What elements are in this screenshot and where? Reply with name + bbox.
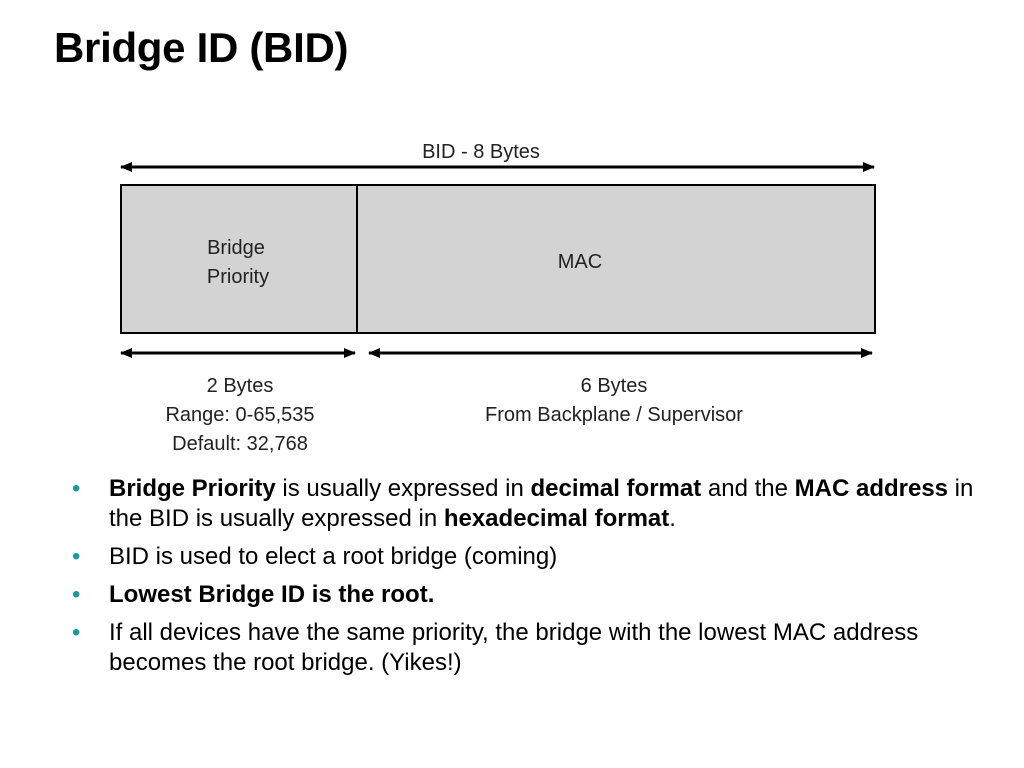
bullet-dot-icon: •	[72, 581, 81, 608]
bullet-text: Bridge Priority is usually expressed in …	[109, 475, 974, 532]
bullet-item: • Lowest Bridge ID is the root.	[72, 580, 1002, 610]
bridge-priority-label-line2: Priority	[207, 266, 269, 288]
mac-field	[356, 184, 876, 334]
mac-field-label: MAC	[558, 251, 602, 273]
bullet-item: • If all devices have the same priority,…	[72, 618, 1002, 678]
priority-default-label: Default: 32,768	[172, 433, 308, 455]
slide-title: Bridge ID (BID)	[54, 24, 349, 71]
bullet-list: • Bridge Priority is usually expressed i…	[72, 474, 1002, 686]
priority-range-label: Range: 0-65,535	[165, 404, 314, 426]
total-size-label: BID - 8 Bytes	[422, 141, 540, 163]
bullet-dot-icon: •	[72, 475, 81, 502]
priority-size-label: 2 Bytes	[207, 375, 274, 397]
bullet-dot-icon: •	[72, 619, 81, 646]
bullet-text: If all devices have the same priority, t…	[109, 619, 919, 676]
bullet-item: • Bridge Priority is usually expressed i…	[72, 474, 1002, 534]
bullet-dot-icon: •	[72, 543, 81, 570]
mac-source-label: From Backplane / Supervisor	[485, 404, 743, 426]
mac-size-label: 6 Bytes	[581, 375, 648, 397]
bridge-priority-field	[120, 184, 358, 334]
bridge-priority-label-line1: Bridge	[207, 237, 265, 259]
bullet-text: Lowest Bridge ID is the root.	[109, 581, 435, 608]
bid-structure-diagram: BID - 8 Bytes Bridge Priority MAC 2 Byte…	[120, 141, 876, 455]
bullet-item: • BID is used to elect a root bridge (co…	[72, 542, 1002, 572]
bullet-text: BID is used to elect a root bridge (comi…	[109, 543, 558, 570]
